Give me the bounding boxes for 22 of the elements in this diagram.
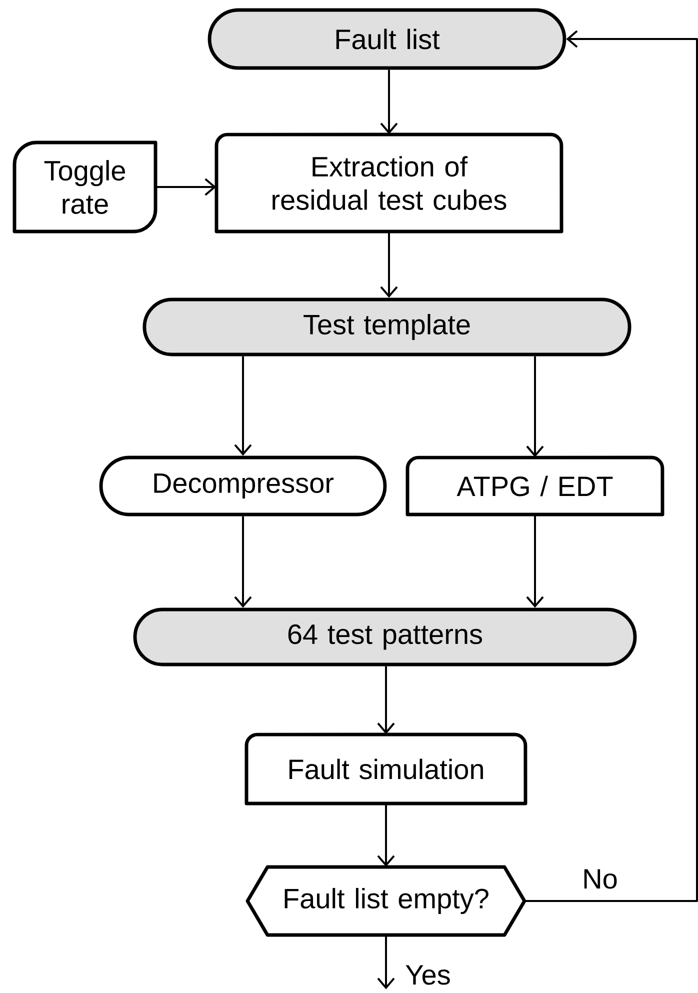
arrow: [156, 178, 216, 196]
terminal-box: Test template: [142, 298, 632, 356]
arrow: [377, 666, 395, 734]
terminal-box: 64 test patterns: [133, 608, 637, 666]
arrow: [380, 70, 398, 134]
arrow: [234, 516, 252, 608]
arrow: [377, 804, 395, 867]
arrow: [377, 935, 395, 990]
arrow: [524, 30, 698, 902]
arrow: [380, 232, 398, 298]
arrow: [526, 356, 544, 458]
arrow: [526, 514, 544, 608]
process-box: ATPG / EDT: [406, 456, 664, 516]
input-card: Toggle rate: [12, 140, 158, 234]
edge-label: No: [580, 868, 620, 890]
process-box: Extraction of residual test cubes: [214, 132, 564, 234]
arrow: [234, 356, 252, 456]
terminal-box: Decompressor: [99, 456, 387, 516]
edge-label: Yes: [404, 964, 452, 986]
process-box: Fault simulation: [244, 732, 528, 806]
terminal-box: Fault list: [208, 8, 566, 70]
decision-hexagon: Fault list empty?: [246, 865, 526, 937]
